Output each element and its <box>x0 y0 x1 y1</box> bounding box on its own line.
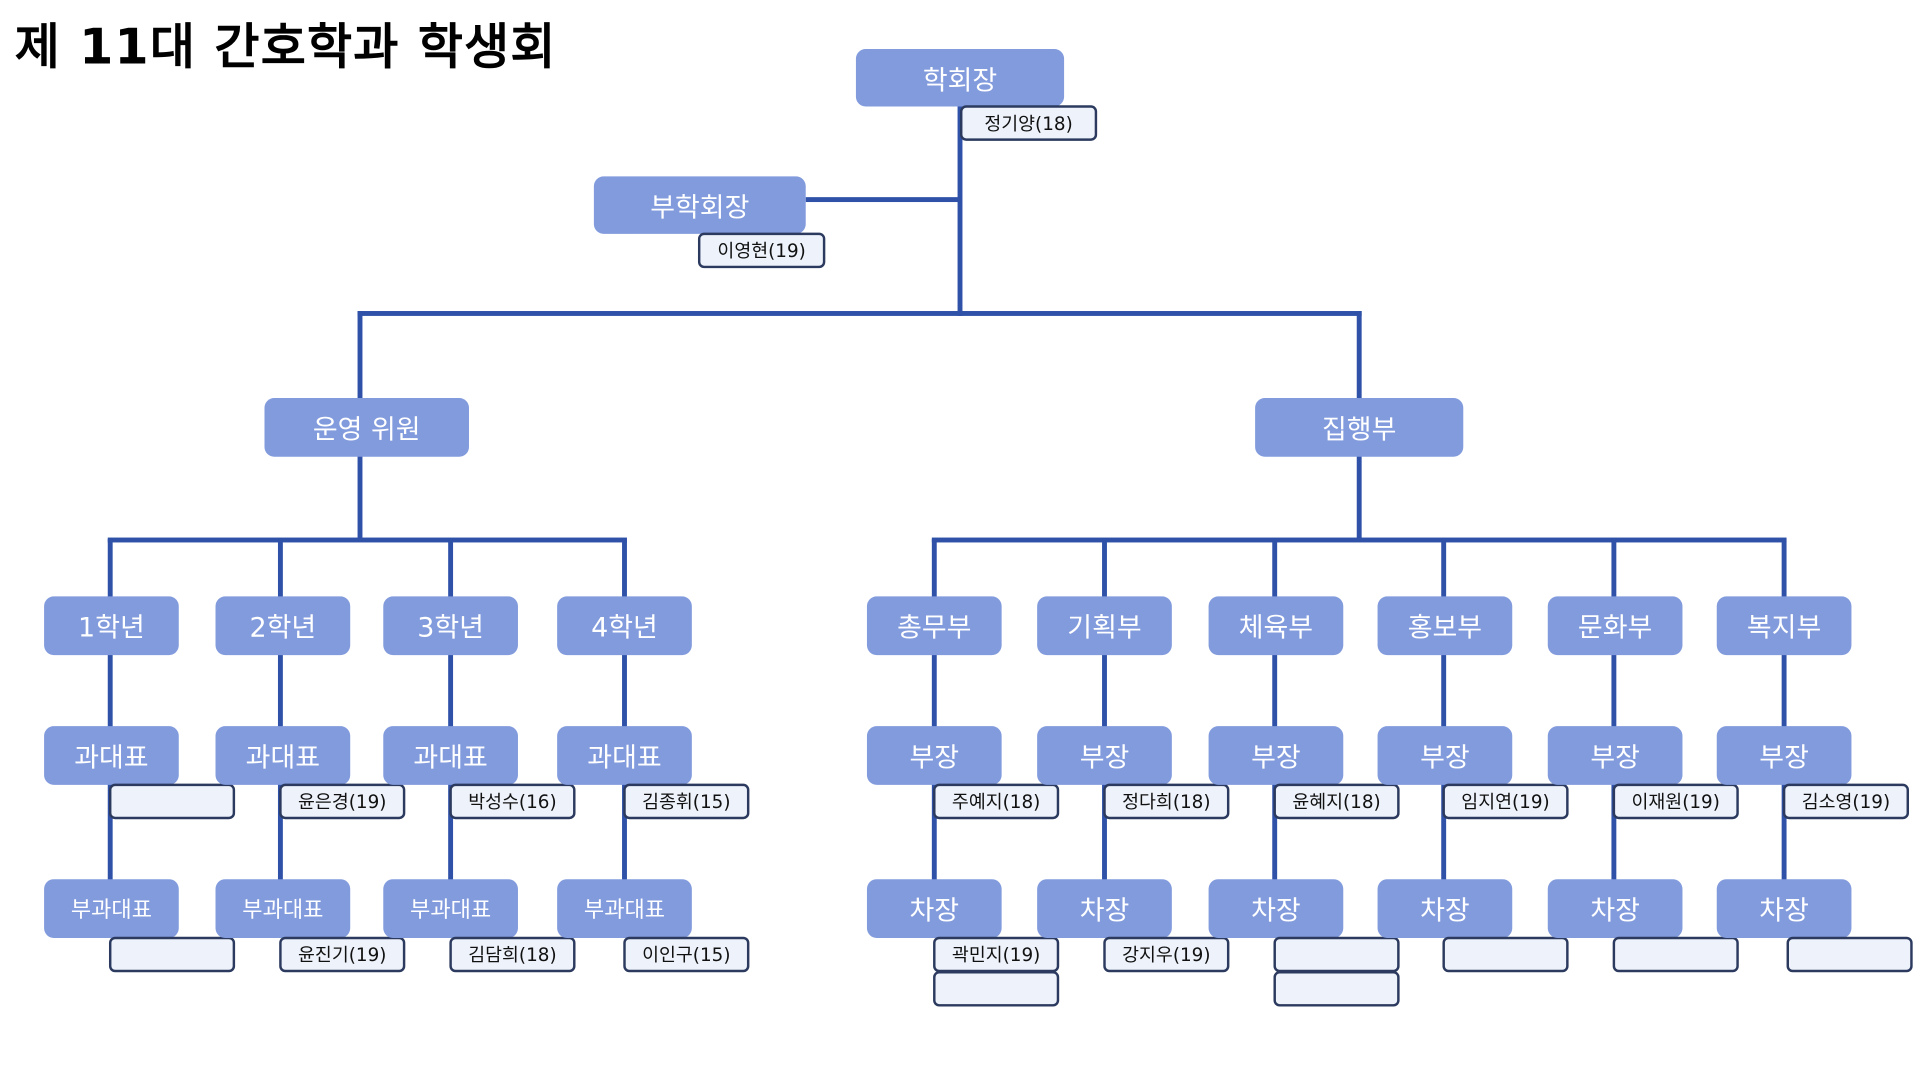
department-head-box: 부장 <box>1377 726 1513 785</box>
deputy-head-box: 차장 <box>1716 879 1852 938</box>
class-rep-box: 과대표 <box>44 726 179 785</box>
department-box: 기획부 <box>1037 596 1172 656</box>
class-rep-box: 과대표 <box>383 726 518 785</box>
vice-president-box: 부학회장 <box>593 176 806 234</box>
class-rep-box: 과대표 <box>215 726 351 785</box>
grade-box: 1학년 <box>44 596 179 656</box>
connector <box>1611 538 1617 907</box>
grade-box: 3학년 <box>383 596 518 656</box>
vice-class-rep-box: 부과대표 <box>383 879 518 938</box>
deputy-head-box: 차장 <box>1547 879 1683 938</box>
steering-committee-box: 운영 위원 <box>264 397 469 457</box>
deputy-head-box: 차장 <box>866 879 1002 938</box>
deputy-head-name <box>933 971 1060 1007</box>
department-box: 체육부 <box>1208 596 1344 656</box>
connector <box>1102 538 1107 907</box>
department-head-name: 주예지(18) <box>933 783 1060 820</box>
connector <box>1356 311 1362 400</box>
department-box: 복지부 <box>1716 596 1852 656</box>
vice-class-rep-name: 윤진기(19) <box>279 936 406 973</box>
steering-label: 운영 위원 <box>312 415 421 446</box>
department-head-box: 부장 <box>1547 726 1683 785</box>
department-head-name: 윤혜지(18) <box>1273 783 1400 820</box>
department-box: 홍보부 <box>1377 596 1513 656</box>
class-rep-name: 김종휘(15) <box>623 783 750 820</box>
deputy-head-box: 차장 <box>1377 879 1513 938</box>
connector <box>931 538 937 907</box>
department-head-name: 이재원(19) <box>1612 783 1739 820</box>
vice-class-rep-box: 부과대표 <box>557 879 692 938</box>
class-rep-name: 박성수(16) <box>449 783 576 820</box>
deputy-head-name <box>1273 936 1400 973</box>
connector <box>107 538 113 907</box>
deputy-head-name: 강지우(19) <box>1103 936 1230 973</box>
class-rep-box: 과대표 <box>557 726 692 785</box>
department-head-box: 부장 <box>1716 726 1852 785</box>
deputy-head-box: 차장 <box>1037 879 1172 938</box>
executive-label: 집행부 <box>1322 415 1397 446</box>
page-title: 제 11대 간호학과 학생회 <box>14 19 557 76</box>
connector <box>448 538 454 907</box>
vice-class-rep-box: 부과대표 <box>44 879 179 938</box>
grade-box: 4학년 <box>557 596 692 656</box>
vice-class-rep-name: 이인구(15) <box>623 936 750 973</box>
department-box: 문화부 <box>1547 596 1683 656</box>
connector <box>357 455 363 542</box>
department-head-box: 부장 <box>866 726 1002 785</box>
grade-box: 2학년 <box>215 596 351 656</box>
deputy-head-name <box>1786 936 1913 973</box>
deputy-head-box: 차장 <box>1208 879 1344 938</box>
vice-class-rep-name: 김담희(18) <box>449 936 576 973</box>
class-rep-name <box>108 783 236 820</box>
connector <box>1441 538 1447 907</box>
department-head-name: 임지연(19) <box>1442 783 1569 820</box>
connector <box>1272 538 1278 907</box>
connector <box>1356 455 1362 542</box>
deputy-head-name <box>1612 936 1739 973</box>
president-name: 정기양(18) <box>960 105 1098 141</box>
vice-class-rep-box: 부과대표 <box>215 879 351 938</box>
connector <box>957 105 963 316</box>
president-role: 학회장 <box>922 65 998 97</box>
connector <box>931 537 1787 543</box>
vice-class-rep-name <box>108 936 236 973</box>
connector <box>357 311 1362 316</box>
connector <box>107 537 627 543</box>
deputy-head-name <box>1442 936 1569 973</box>
department-head-box: 부장 <box>1037 726 1172 785</box>
class-rep-name: 윤은경(19) <box>279 783 406 820</box>
connector <box>277 538 283 907</box>
executive-box: 집행부 <box>1255 397 1464 457</box>
connector <box>1781 538 1787 907</box>
deputy-head-name <box>1273 971 1400 1007</box>
department-head-name: 김소영(19) <box>1782 783 1909 820</box>
vice-president-name: 이영현(19) <box>697 232 826 269</box>
vice-president-role: 부학회장 <box>650 192 750 224</box>
connector <box>805 197 961 203</box>
department-box: 총무부 <box>866 596 1002 656</box>
deputy-head-name: 곽민지(19) <box>933 936 1060 973</box>
president-box: 학회장 <box>855 48 1065 107</box>
connector <box>622 538 627 907</box>
connector <box>357 311 363 400</box>
department-head-name: 정다희(18) <box>1103 783 1230 820</box>
department-head-box: 부장 <box>1208 726 1344 785</box>
